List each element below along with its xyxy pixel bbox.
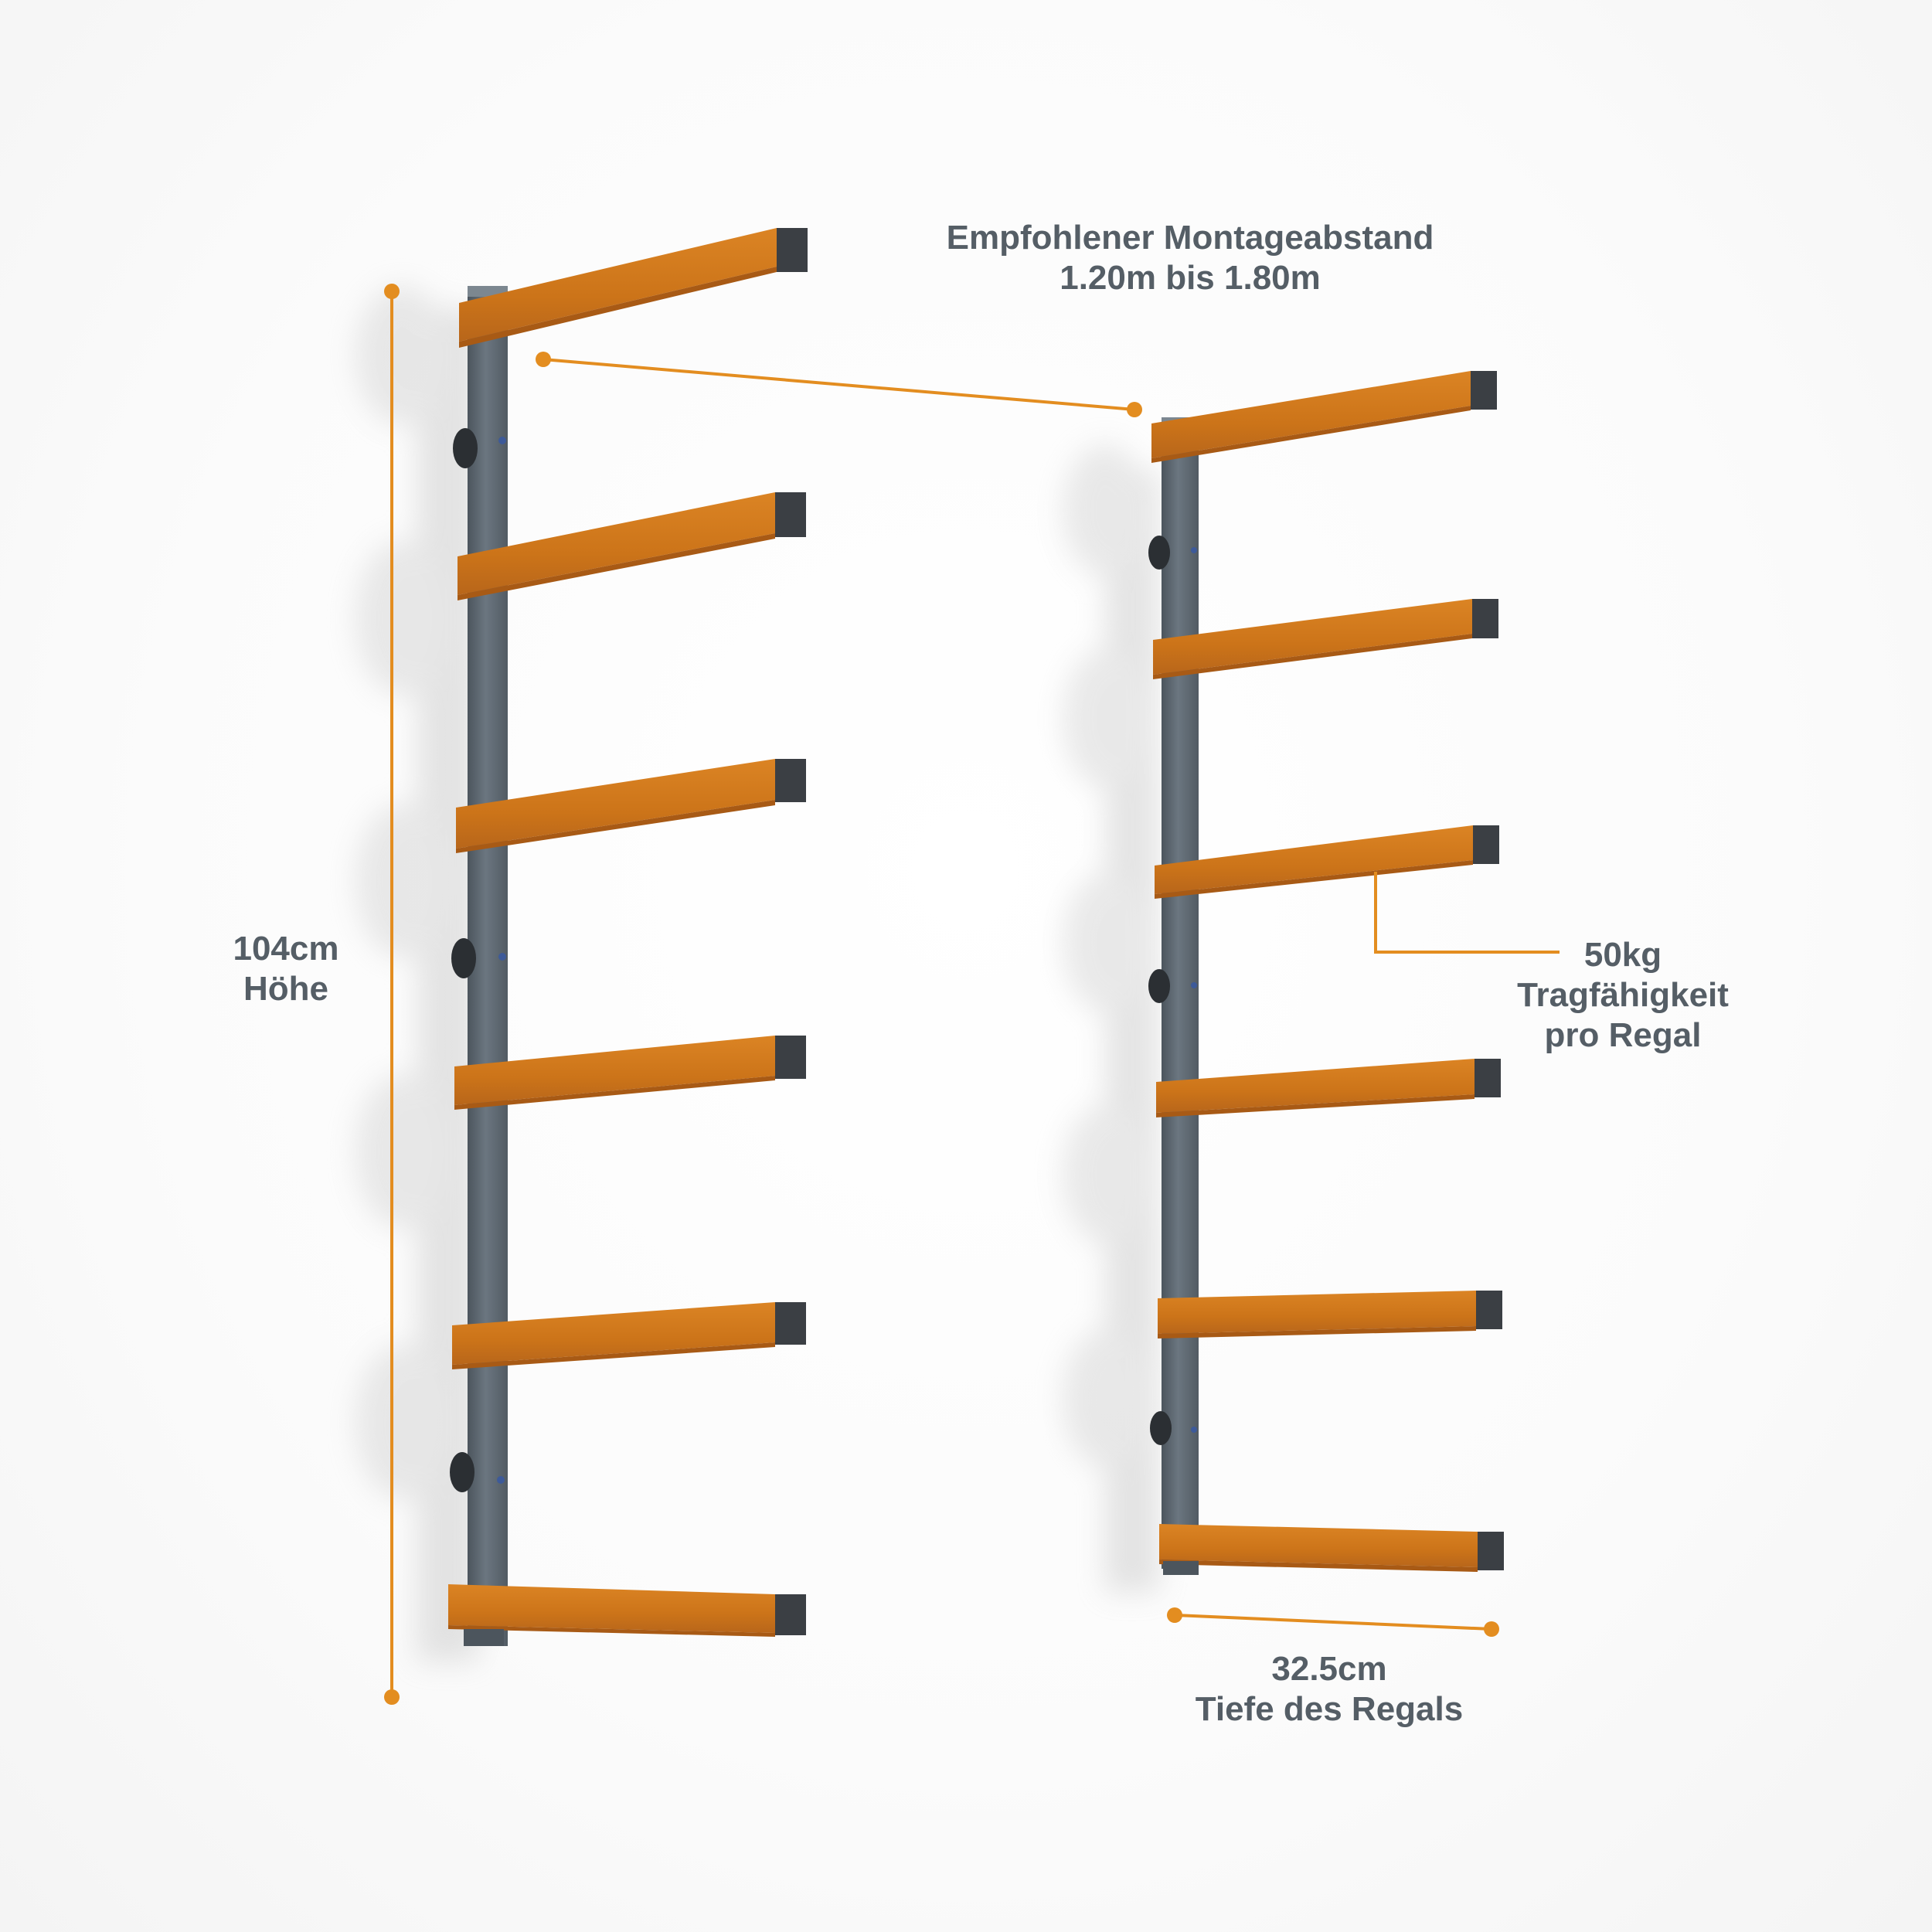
capacity-label: 50kg Tragfähigkeit pro Regal <box>1468 935 1777 1056</box>
capacity-caption: Tragfähigkeit <box>1517 975 1729 1014</box>
height-label: 104cm Höhe <box>178 929 394 1009</box>
capacity-value: 50kg <box>1583 936 1662 974</box>
left-rack-arm-4 <box>454 1036 806 1110</box>
capacity-caption-2: pro Regal <box>1544 1015 1702 1054</box>
height-value: 104cm <box>233 930 339 968</box>
depth-caption: Tiefe des Regals <box>1195 1689 1464 1728</box>
depth-value: 32.5cm <box>1271 1650 1387 1688</box>
right-rack-arm-6 <box>1159 1524 1504 1572</box>
mounting-spacing-title: Empfohlener Montageabstand <box>946 219 1434 257</box>
depth-label: 32.5cm Tiefe des Regals <box>1113 1649 1546 1730</box>
right-rack-bolts <box>1191 547 1197 1433</box>
mounting-spacing-label: Empfohlener Montageabstand 1.20m bis 1.8… <box>869 218 1511 298</box>
right-rack-arm-4 <box>1156 1059 1501 1117</box>
left-rack-arm-5 <box>452 1302 806 1369</box>
left-rack-arm-2 <box>457 492 806 600</box>
height-dimension-line <box>384 284 400 1705</box>
wall-shadows <box>355 286 1159 1662</box>
right-rack-arm-3 <box>1155 825 1499 899</box>
depth-dimension-line <box>1167 1607 1499 1637</box>
left-rack-arm-3 <box>456 759 806 853</box>
height-caption: Höhe <box>243 969 328 1008</box>
spacing-dimension-line <box>536 352 1142 417</box>
capacity-leader-line <box>1374 872 1560 954</box>
right-rack-arm-5 <box>1158 1291 1502 1338</box>
left-rack <box>448 228 808 1646</box>
left-rack-arm-1 <box>459 228 808 348</box>
left-rack-arm-6 <box>448 1584 806 1637</box>
left-rack-mount-knobs <box>450 428 478 1492</box>
right-rack-mount-knobs <box>1148 536 1172 1445</box>
right-rack-arm-2 <box>1153 599 1498 679</box>
mounting-spacing-value: 1.20m bis 1.80m <box>1060 258 1321 297</box>
left-rack-bolts <box>497 437 506 1484</box>
right-rack-arm-1 <box>1151 371 1497 463</box>
right-rack <box>1148 371 1504 1575</box>
